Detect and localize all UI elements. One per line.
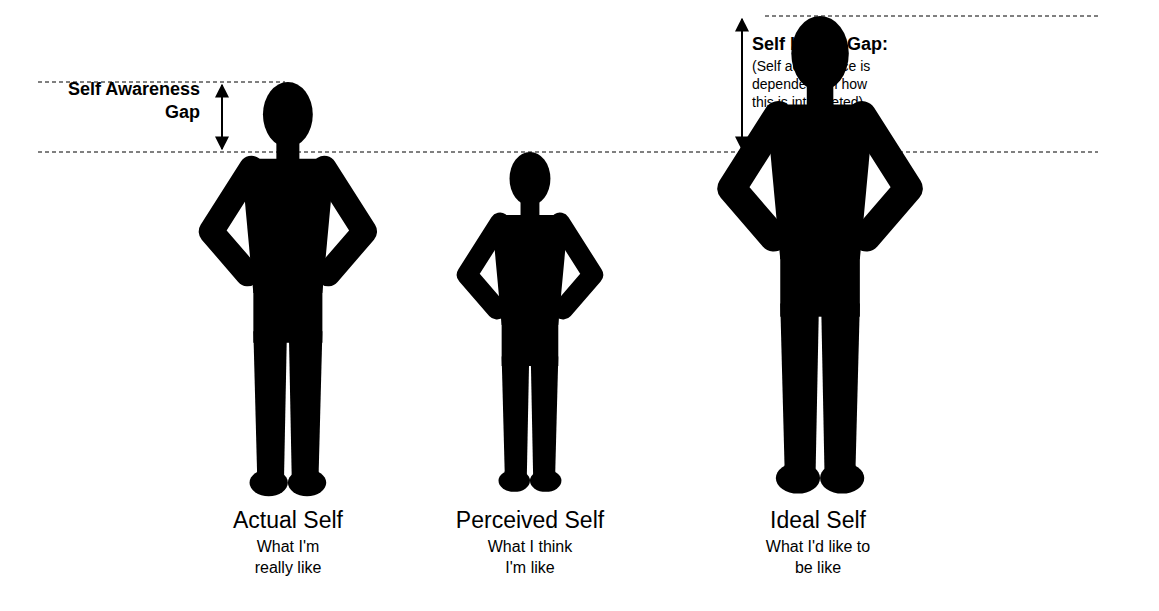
gap-arrow [221, 85, 223, 149]
person-silhouette [211, 82, 364, 496]
gap-label: Self Awareness Gap [50, 78, 200, 125]
self-description: What I'd like to be like [765, 537, 871, 579]
gap-arrow [741, 19, 743, 149]
self-description: What I'm really like [240, 537, 336, 579]
person-silhouette [467, 152, 593, 492]
gap-label: Self Image Gap: [752, 33, 952, 56]
self-description: What I think I'm like [477, 537, 583, 579]
guide-line [765, 16, 1098, 17]
self-title: Ideal Self [698, 506, 938, 536]
self-title: Perceived Self [410, 506, 650, 536]
person-silhouette [732, 16, 909, 494]
self-title: Actual Self [168, 506, 408, 536]
gap-note: (Self acceptance is dependent on how thi… [752, 57, 892, 112]
guide-line [38, 152, 1098, 153]
